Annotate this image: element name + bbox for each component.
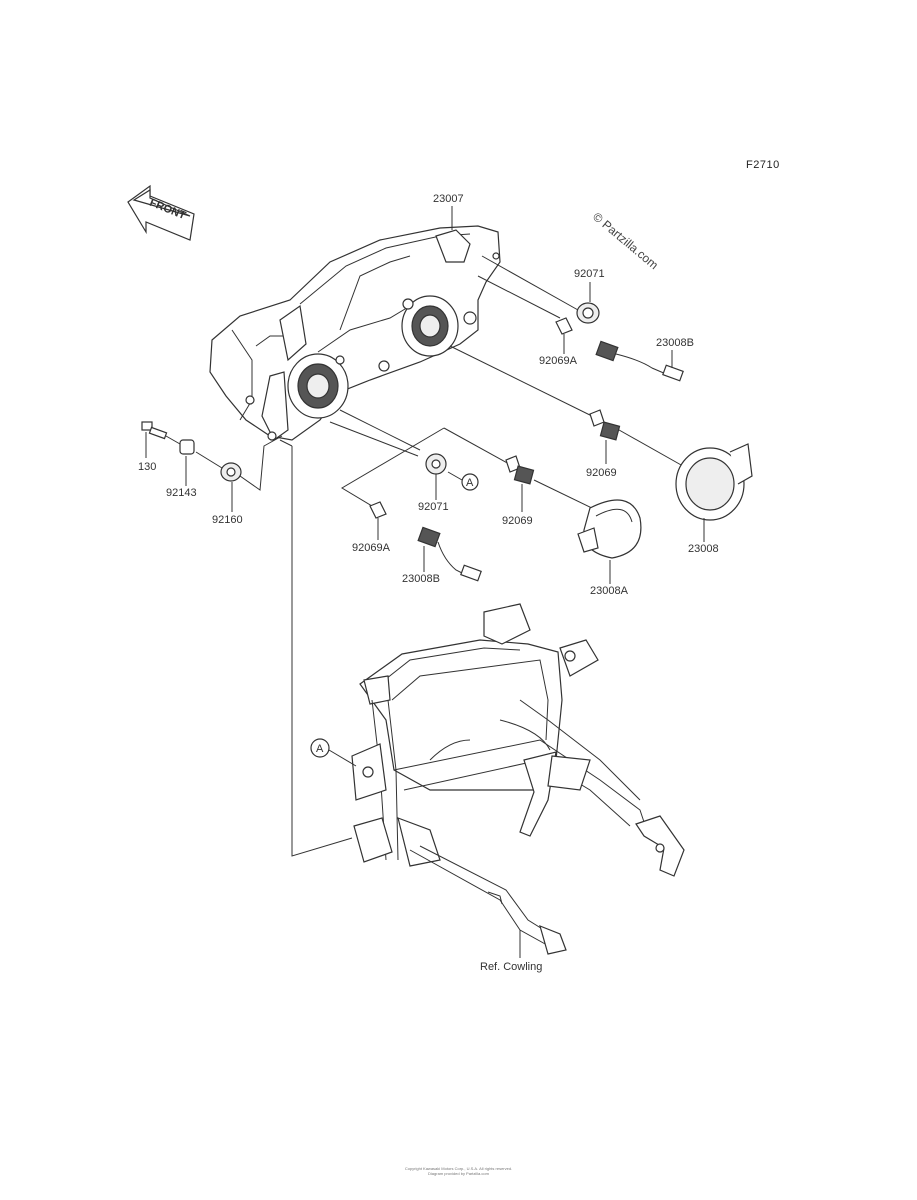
socket-23008B-top (595, 340, 684, 382)
label-92069A-mid: 92069A (352, 542, 391, 554)
label-92069-right: 92069 (586, 467, 617, 479)
callout-a-bracket: A (310, 738, 330, 758)
label-ref-cowling: Ref. Cowling (480, 961, 542, 973)
label-130: 130 (138, 461, 156, 473)
footer-line-1: Copyright Kawasaki Motors Corp., U.S.A. … (404, 1166, 513, 1171)
label-92143: 92143 (166, 487, 197, 499)
copyright-footer: Copyright Kawasaki Motors Corp., U.S.A. … (0, 1166, 917, 1176)
bulb-92069A-mid (369, 501, 387, 519)
grommet-92071-mid (425, 453, 447, 475)
bolt-130 (141, 421, 168, 440)
label-23008B-mid: 23008B (402, 573, 440, 585)
label-92160: 92160 (212, 514, 243, 526)
label-92071-mid: 92071 (418, 501, 449, 513)
callout-a-top-label: A (466, 477, 474, 489)
bulb-92069A-top (555, 317, 573, 335)
socket-23008B-mid (417, 526, 482, 582)
label-23008B-top: 23008B (656, 337, 694, 349)
watermark: © Partzilla.com (590, 210, 661, 273)
bulb-92069-mid (505, 455, 535, 485)
damper-92160 (220, 462, 242, 482)
front-arrow-icon: FRONT (127, 184, 195, 241)
label-23008: 23008 (688, 543, 719, 555)
dust-cover-23008A (577, 499, 642, 559)
footer-line-2: Diagram provided by Partzilla.com (428, 1171, 489, 1176)
callout-a-top: A (461, 473, 479, 491)
label-92069-mid: 92069 (502, 515, 533, 527)
diagram-ref-code: F2710 (746, 159, 780, 171)
label-92069A-top: 92069A (539, 355, 578, 367)
bulb-92069-right (589, 409, 621, 441)
dust-cover-23008 (675, 443, 753, 521)
callout-a-bracket-label: A (316, 743, 324, 755)
label-92071-top: 92071 (574, 268, 605, 280)
headlight-housing (209, 225, 501, 441)
label-23007: 23007 (433, 193, 464, 205)
label-23008A: 23008A (590, 585, 629, 597)
headlight-bracket (351, 603, 685, 955)
grommet-92071-top (576, 302, 600, 324)
collar-92143 (179, 439, 195, 455)
